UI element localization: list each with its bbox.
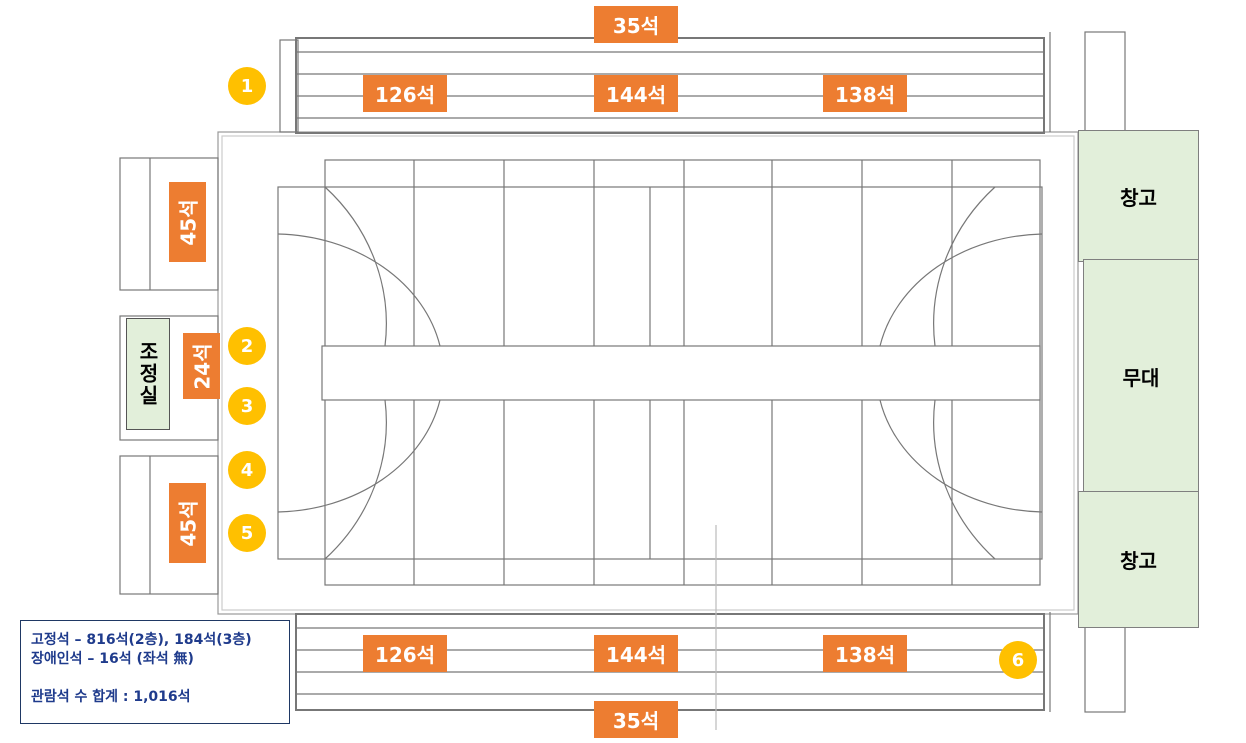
control-room-label: 조정실: [135, 341, 160, 407]
seat-label-bottom-left: 126석: [363, 635, 447, 672]
seat-label-left-lower: 45석: [169, 483, 206, 563]
storage-room-top: 창고: [1078, 130, 1199, 262]
accessible-seats-line: 장애인석 – 16석 (좌석 無): [31, 651, 194, 667]
seat-label-left-upper-text: 45석: [177, 198, 202, 246]
gate-1: 1: [228, 67, 266, 105]
seat-label-left-upper: 45석: [169, 182, 206, 262]
storage-room-bottom: 창고: [1078, 491, 1199, 628]
gate-6: 6: [999, 641, 1037, 679]
gate-2: 2: [228, 327, 266, 365]
seat-label-top-edge: 35석: [594, 6, 678, 43]
total-seats-line: 관람석 수 합계 : 1,016석: [31, 689, 191, 705]
seat-label-top-right: 138석: [823, 75, 907, 112]
seat-label-bottom-edge: 35석: [594, 701, 678, 738]
seat-label-bottom-center: 144석: [594, 635, 678, 672]
seat-label-left-middle-text: 24석: [191, 342, 216, 390]
gate-5: 5: [228, 514, 266, 552]
seat-label-top-center: 144석: [594, 75, 678, 112]
fixed-seats-line: 고정석 – 816석(2층), 184석(3층): [31, 632, 252, 648]
seat-label-left-middle: 24석: [183, 333, 220, 399]
gate-4: 4: [228, 451, 266, 489]
seat-label-top-left: 126석: [363, 75, 447, 112]
gate-3: 3: [228, 387, 266, 425]
stage: 무대: [1083, 259, 1199, 493]
seat-label-left-lower-text: 45석: [177, 499, 202, 547]
control-room: 조정실: [126, 318, 170, 430]
seat-label-bottom-right: 138석: [823, 635, 907, 672]
seating-summary-box: 고정석 – 816석(2층), 184석(3층) 장애인석 – 16석 (좌석 …: [20, 620, 290, 724]
